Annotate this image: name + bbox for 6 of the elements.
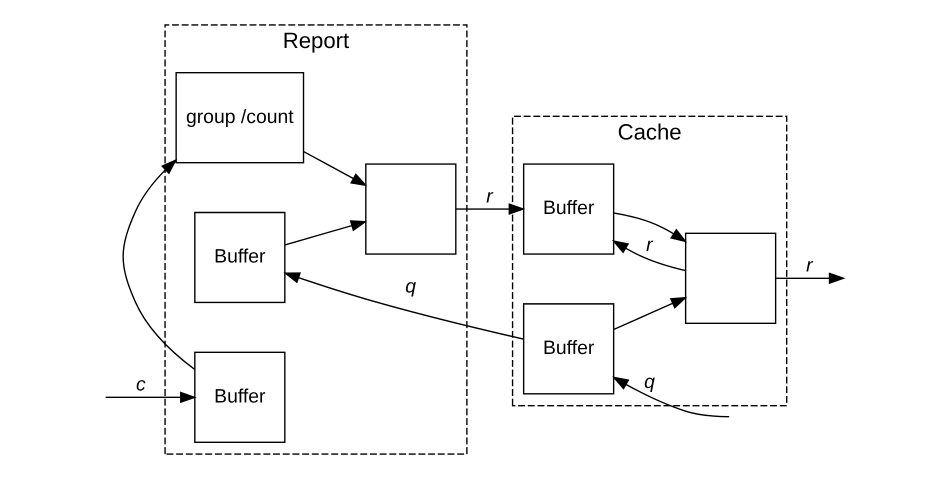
edge-label: r — [646, 234, 653, 256]
edge-label: q — [405, 275, 416, 298]
edge-label: q — [644, 370, 655, 393]
edge-label: r — [486, 185, 493, 208]
edge-label: r — [806, 254, 813, 277]
edge-label: c — [136, 374, 146, 396]
